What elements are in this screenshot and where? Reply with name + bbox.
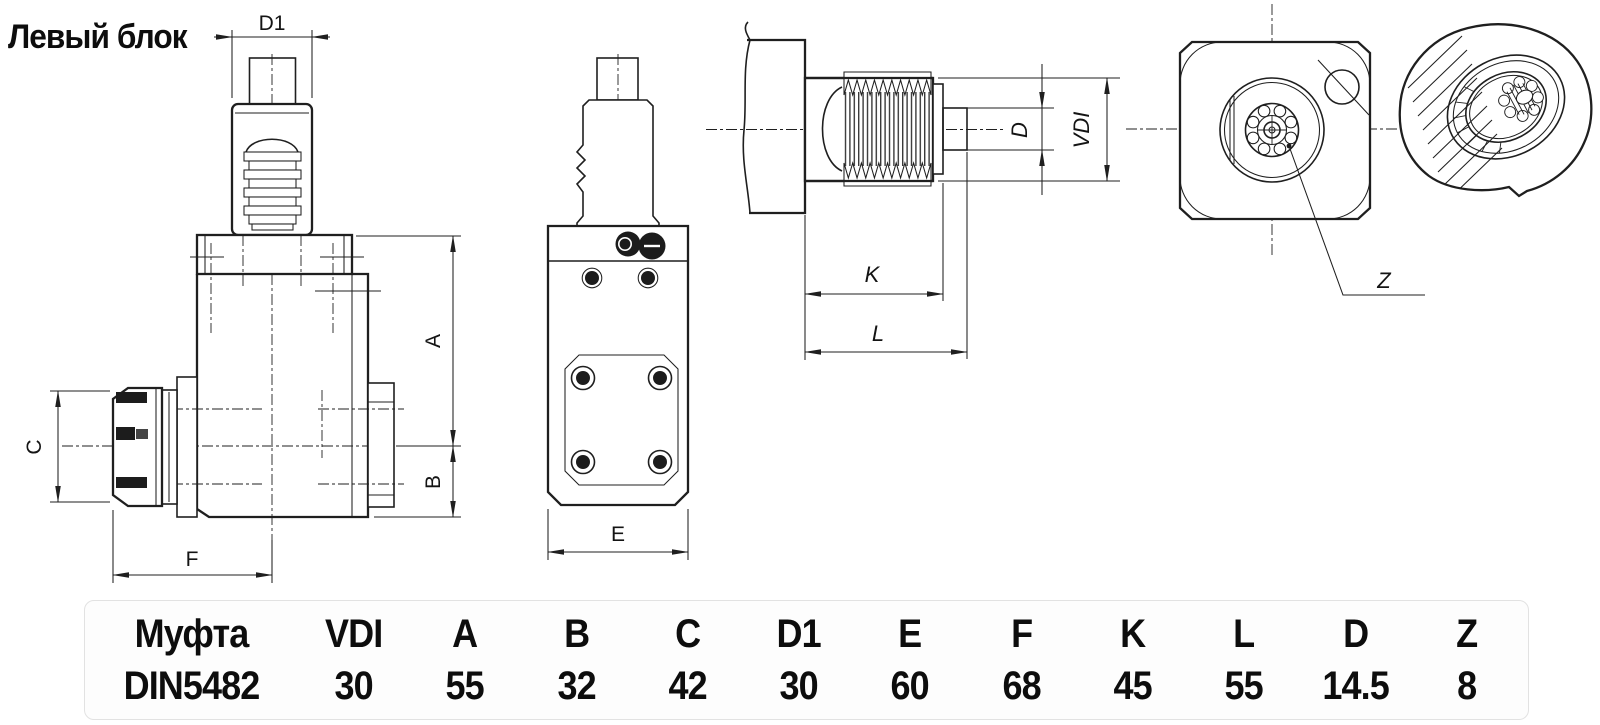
body-outline: [195, 272, 370, 519]
table-value-cell: 45: [1113, 663, 1153, 708]
table-header-cell: E: [898, 611, 923, 656]
dim-label-k: K: [865, 262, 881, 287]
dim-d: D: [967, 64, 1054, 195]
dim-e: E: [547, 509, 689, 560]
shank-collar: [932, 83, 944, 175]
table-header-cell: Z: [1456, 611, 1478, 656]
right-boss: [367, 382, 395, 508]
iso-face: [1446, 54, 1566, 160]
table-header-cell: A: [452, 611, 478, 656]
collet-slot-top: [116, 392, 147, 403]
table-value-cell: 8: [1457, 663, 1477, 708]
table-value-cell: 68: [1002, 663, 1041, 708]
dim-label-a: A: [422, 334, 445, 348]
collet-chuck: [111, 386, 178, 508]
technical-drawing: D1 A B C: [23, 4, 1593, 583]
dim-z: Z: [1286, 143, 1425, 296]
dim-l: L: [804, 152, 968, 359]
table-value-cell: 32: [557, 663, 596, 708]
table-header-cell: D1: [776, 611, 822, 656]
dim-label-d: D: [1007, 122, 1032, 138]
iso-silhouette: [1398, 23, 1593, 198]
iso-center-hole: [1515, 89, 1534, 105]
isometric-view: [1398, 23, 1593, 198]
iso-spline-insert: [1498, 76, 1544, 122]
table-value-cell: 42: [668, 663, 707, 708]
spline-tip: [942, 107, 968, 151]
dim-label-l: L: [872, 321, 884, 346]
vdi-shank: [803, 71, 968, 187]
turret-wall: [742, 21, 807, 215]
dim-a: A: [356, 235, 461, 447]
hidden-centerlines: [152, 235, 404, 485]
table-value-cell: 55: [445, 663, 485, 708]
shank-bore-circle: [1219, 77, 1325, 183]
dim-d1: D1: [214, 12, 330, 98]
dimension-table: Муфта VDI A B C D1 E F K L D Z DIN5482 3…: [84, 600, 1529, 720]
dim-b: B: [374, 445, 461, 518]
dim-f: F: [112, 510, 273, 583]
neck: [575, 99, 660, 227]
thread-dome: [245, 138, 299, 153]
rear-view: Z: [1126, 4, 1425, 296]
table-header-cell: D: [1342, 611, 1369, 656]
thread-runout: [821, 86, 843, 172]
mount-plate: [564, 354, 679, 486]
table-value-cell: 14.5: [1322, 663, 1389, 708]
dim-label-b: B: [422, 475, 445, 489]
dim-vdi: VDI: [938, 77, 1120, 182]
dim-label-f: F: [186, 548, 199, 571]
left-plate: [176, 376, 198, 518]
collet-nut: [111, 386, 164, 508]
table-header-cell: F: [1010, 611, 1033, 656]
table-value-cell: DIN5482: [123, 663, 261, 708]
dim-label-e: E: [611, 523, 625, 546]
shank-view: D VDI K L: [706, 21, 1120, 360]
table-value-cell: 60: [891, 663, 930, 708]
clamp-hole: [1317, 59, 1370, 116]
dim-label-d1: D1: [259, 12, 286, 35]
spline-coupling: [1244, 102, 1300, 158]
dim-k: K: [804, 183, 944, 360]
table-value-cell: 30: [334, 663, 374, 708]
table-value-cell: 30: [779, 663, 819, 708]
page-title: Левый блок: [8, 18, 188, 56]
table-header-cell: K: [1120, 611, 1146, 656]
table-value-cell: 55: [1224, 663, 1264, 708]
collet-slot-mid: [116, 427, 135, 440]
corner-arcs: [1179, 41, 1371, 220]
spline-shaft: [248, 57, 297, 105]
side-view: D1 A B C: [23, 12, 461, 583]
table-header-cell: C: [674, 611, 701, 656]
clamp-screws: [615, 231, 666, 260]
dim-label-c: C: [23, 439, 46, 454]
collet-slot-bottom: [116, 477, 147, 488]
front-view: E: [546, 54, 690, 560]
table-header-cell: B: [563, 611, 590, 656]
set-screws: [581, 267, 659, 289]
spline-shaft-front: [596, 57, 639, 101]
table-header-cell: Муфта: [134, 611, 250, 656]
dim-label-z: Z: [1376, 268, 1392, 293]
table-header-cell: L: [1233, 611, 1255, 656]
dim-c: C: [23, 390, 110, 503]
table-header-cell: VDI: [324, 611, 383, 656]
top-flange: [195, 233, 354, 276]
mount-bolts: [570, 365, 673, 475]
iso-spline-cage: [1453, 86, 1502, 154]
coupling-bellows: [243, 151, 302, 231]
dim-label-vdi: VDI: [1069, 112, 1094, 149]
